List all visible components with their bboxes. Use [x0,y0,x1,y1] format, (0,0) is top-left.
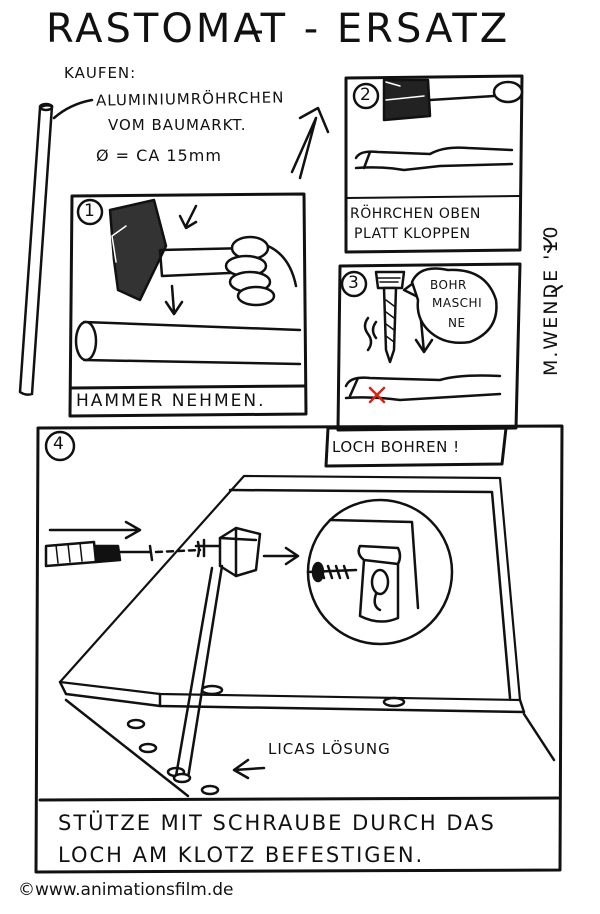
bubble-line-2: MASCHI [432,296,483,310]
pointer-line [52,98,94,120]
panel-3-caption: LOCH BOHREN ! [332,438,460,456]
copyright-link[interactable]: ©www.animationsfilm.de [18,880,234,900]
panel-2-caption-line-1: RÖHRCHEN OBEN [350,206,481,222]
solution-label: LICAS LÖSUNG [268,740,391,758]
flattened-tube [354,146,514,172]
aluminium-tube [18,102,54,396]
tube-on-floor [74,320,302,366]
artist-signature: M.WENDE '10 [540,224,562,376]
panel-4 [34,424,564,874]
screw [194,538,222,558]
drill-mark-icon [368,386,386,404]
hand-icon [492,80,524,104]
up-arrow-icon [290,106,330,180]
hand-icon [224,235,298,307]
panel-4-number: 4 [53,434,64,454]
panel-4-caption-line-1: STÜTZE MIT SCHRAUBE DURCH DAS [58,811,496,835]
panel-3-number: 3 [348,273,359,293]
panel-1-caption: HAMMER NEHMEN. [76,391,266,411]
support-stick [174,564,224,780]
drill-bit-icon [374,270,406,364]
hammer-head [382,78,432,122]
panel-2 [344,74,524,254]
panel-2-number: 2 [360,85,371,105]
panel-4-caption-line-2: LOCH AM KLOTZ BEFESTIGEN. [58,843,425,867]
signature-mark [543,237,563,293]
panel-2-caption-line-2: PLATT KLOPPEN [354,226,471,242]
bubble-line-3: NE [448,316,466,330]
buy-line-2: VOM BAUMARKT. [108,116,247,134]
speech-bubble [410,267,498,344]
bubble-line-1: BOHR [430,278,467,292]
panel-1-number: 1 [84,201,95,221]
buy-line-1: ALUMINIUMRÖHRCHEN [95,88,285,110]
panel-1 [68,192,308,418]
buy-line-3: Ø = CA 15mm [96,146,222,165]
buy-heading: KAUFEN: [64,64,137,82]
page-title: RASTOMAT - ERSATZ [46,6,511,52]
zoom-circle [306,498,454,646]
screwdriver-icon [44,540,154,568]
panel-3 [324,262,522,468]
hammer-head [108,198,168,302]
